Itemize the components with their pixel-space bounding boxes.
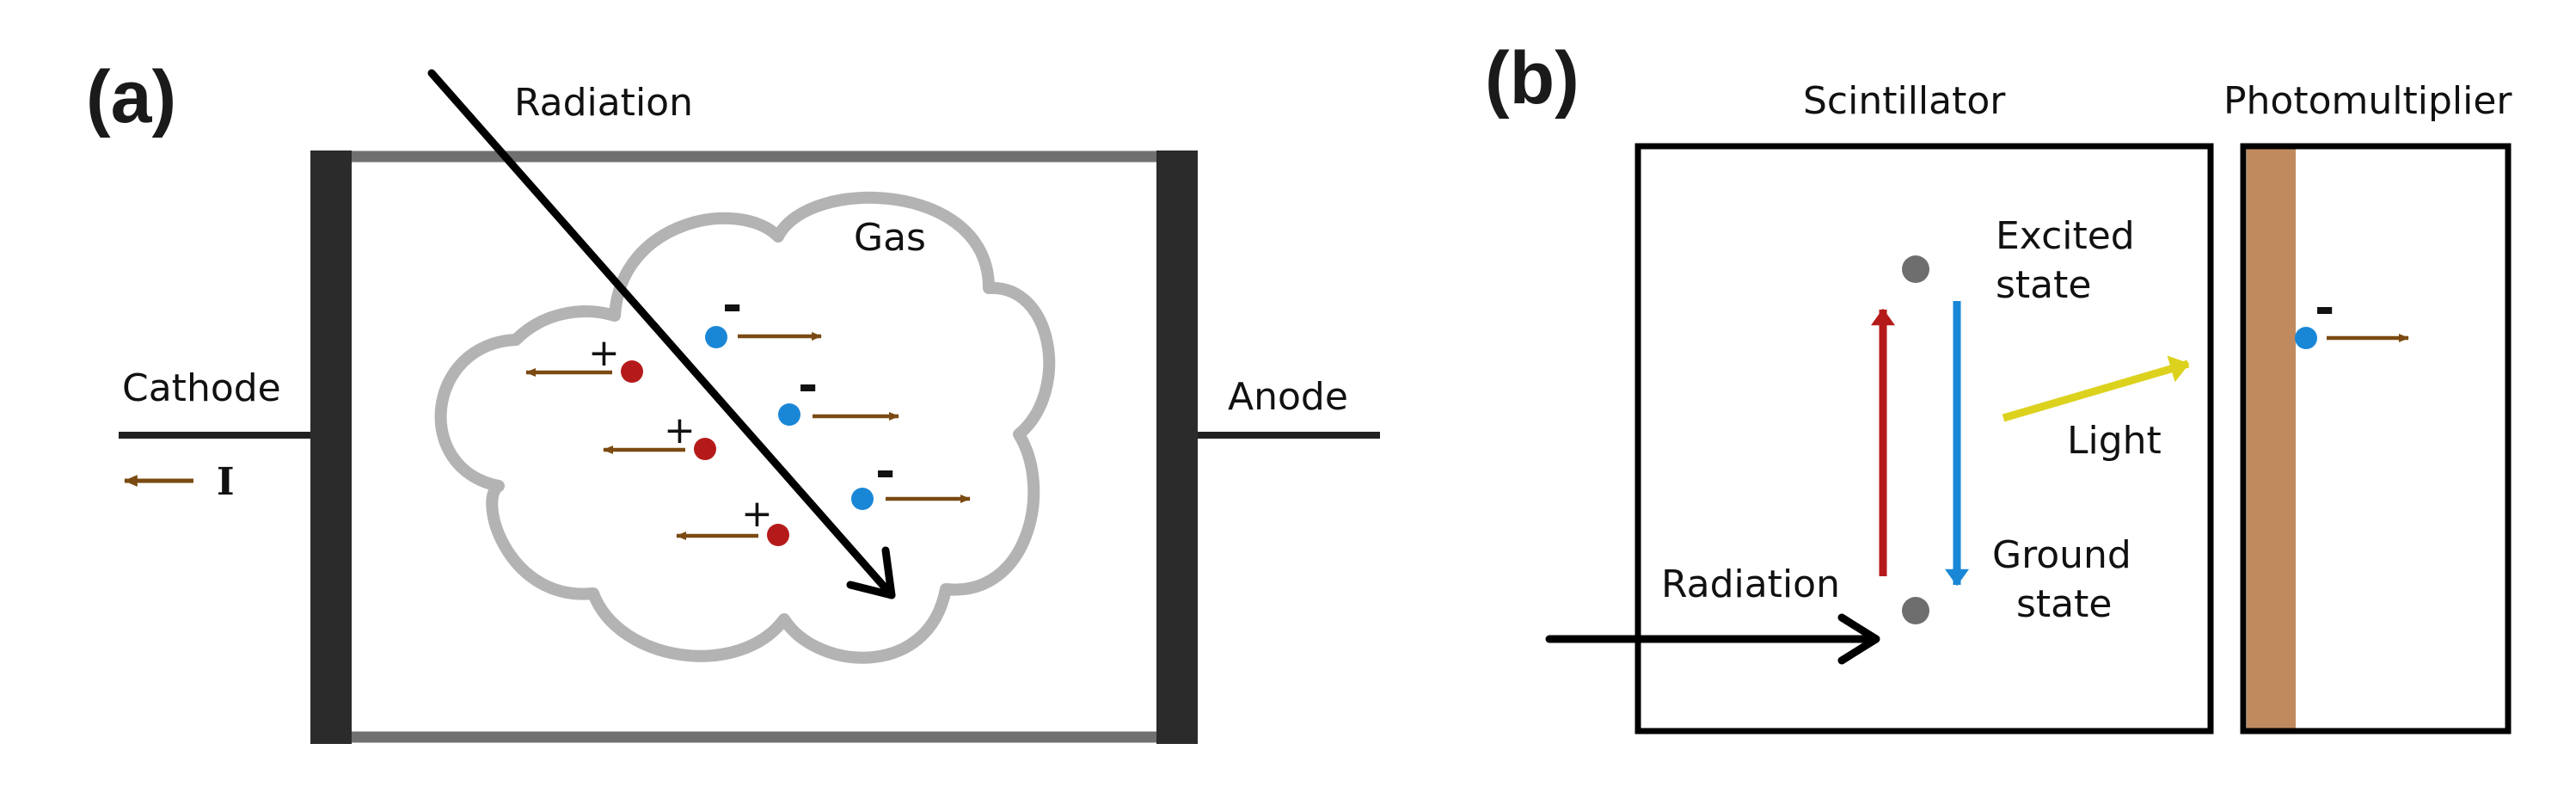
radiation-label: Radiation (1661, 562, 1840, 606)
positive-ion (621, 360, 643, 383)
ground-state-dot (1902, 597, 1929, 624)
scintillator-box (1635, 143, 2214, 734)
panel-a: (a) Cathode Anode Radiation Gas I + + (86, 56, 1380, 744)
excited-state-label-line2: state (1996, 263, 2091, 307)
cathode-label: Cathode (122, 366, 281, 410)
negative-sign: - (2315, 280, 2334, 336)
ground-state-label-line1: Ground (1992, 533, 2131, 577)
panel-b-label: (b) (1485, 37, 1579, 120)
light-label: Light (2067, 419, 2162, 463)
positive-sign: + (588, 331, 620, 375)
panel-a-label: (a) (86, 56, 176, 138)
radiation-track-arrow (427, 69, 896, 599)
electron-group: - - - (705, 278, 971, 510)
anode-label: Anode (1228, 375, 1348, 419)
electron (851, 488, 874, 510)
panel-b: (b) Scintillator Photomultiplier - Excit… (1485, 37, 2512, 734)
light-emission-arrow (2002, 355, 2190, 422)
anode-plate (1156, 151, 1198, 744)
electron (705, 326, 727, 348)
negative-sign: - (722, 278, 742, 334)
positive-ion (694, 438, 716, 460)
negative-sign: - (798, 358, 818, 414)
positive-ion (767, 524, 789, 546)
photocathode-layer (2247, 146, 2296, 731)
photomultiplier-box (2240, 143, 2512, 734)
negative-sign: - (875, 444, 895, 500)
ground-state-label-line2: state (2016, 582, 2112, 626)
electron (778, 403, 800, 426)
positive-sign: + (664, 409, 696, 452)
incoming-radiation-arrow (1545, 613, 1880, 665)
excited-state-dot (1902, 255, 1929, 283)
excited-state-label-line1: Excited (1996, 214, 2135, 258)
radiation-label: Radiation (514, 81, 693, 125)
current-label: I (217, 460, 235, 504)
positive-sign: + (741, 492, 773, 536)
cathode-plate (310, 151, 352, 744)
gas-cloud (434, 191, 1056, 664)
scintillator-label: Scintillator (1803, 79, 2006, 123)
positive-ion-group: + + + (525, 331, 789, 546)
photoelectron (2295, 327, 2317, 349)
gas-label: Gas (854, 216, 926, 260)
photomultiplier-label: Photomultiplier (2223, 79, 2512, 123)
